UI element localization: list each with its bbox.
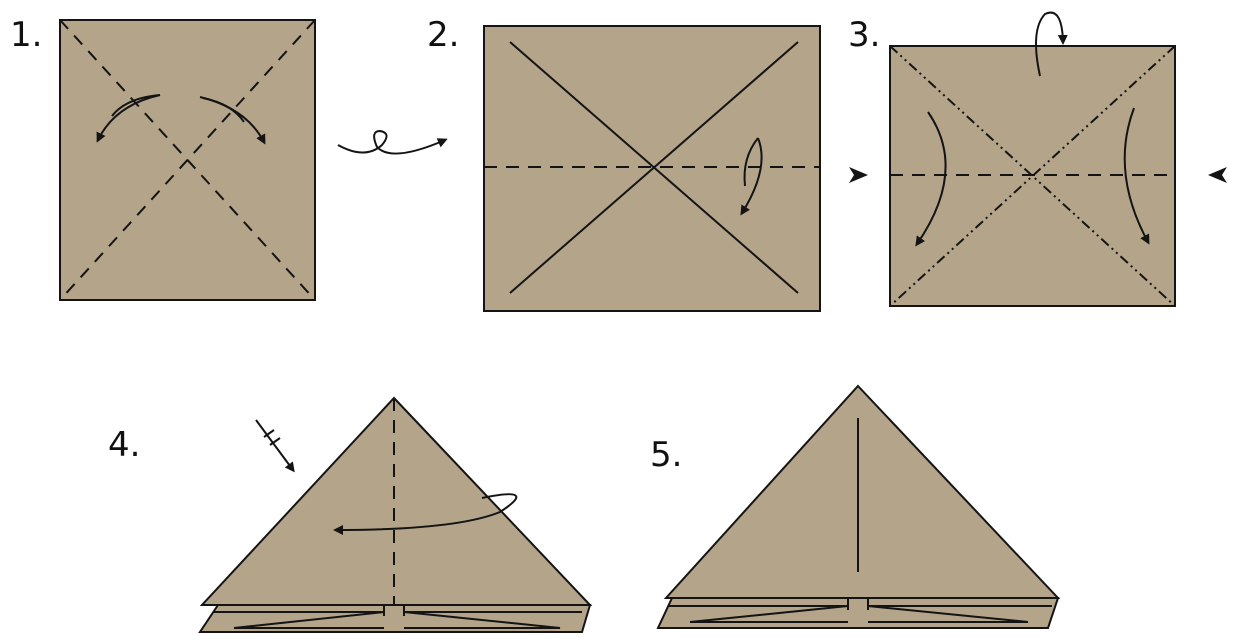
repeat-arrow-icon <box>255 419 295 473</box>
mountain-fold-diagonal-icon <box>889 45 1176 307</box>
step-2-number: 2. <box>427 15 459 55</box>
fold-behind-top-arrow-icon <box>1035 11 1068 77</box>
step-1: 1. <box>10 15 316 301</box>
crease-lines <box>509 41 799 294</box>
lower-layer-creases <box>214 606 582 629</box>
fold-behind-arrow-icon <box>333 493 518 535</box>
turn-over-arrow-icon <box>337 129 448 155</box>
step-3: 3. <box>848 11 1227 307</box>
step-4-triangle <box>199 396 593 606</box>
step-4: 4. <box>108 396 593 633</box>
step-3-number: 3. <box>848 15 880 55</box>
step-4-number: 4. <box>108 425 140 465</box>
step-5-lower-creases <box>668 598 1052 623</box>
valley-fold-diagonal-icon <box>59 19 316 301</box>
step-5: 5. <box>650 384 1061 629</box>
fold-unfold-arrow-icon <box>96 94 266 145</box>
step-5-lower-layer <box>656 597 1060 629</box>
collapse-arrow-icon <box>915 107 1150 247</box>
step-2: 2. <box>427 15 821 312</box>
fold-down-arrow-icon <box>740 137 763 216</box>
step-1-number: 1. <box>10 15 42 55</box>
finished-triangle-icon <box>663 384 1061 599</box>
push-in-arrow-icon <box>849 167 1227 183</box>
step-5-number: 5. <box>650 435 682 475</box>
